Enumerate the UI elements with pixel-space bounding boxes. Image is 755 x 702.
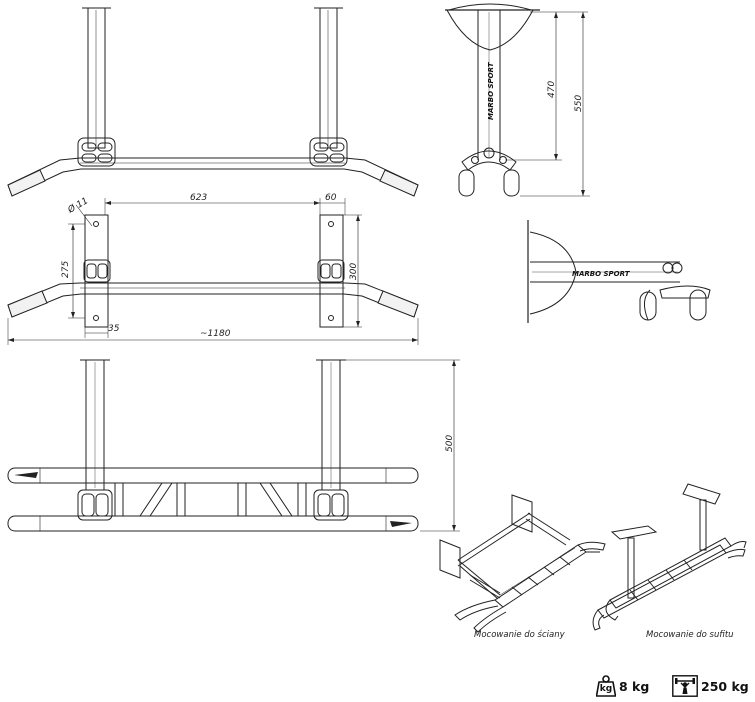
max-load-value: 250 kg [701,678,749,694]
side-grip-back [689,289,707,321]
brand-logo-horizontal: MARBO SPORT [572,270,631,278]
main-bar [7,157,419,197]
back-rail [7,515,419,532]
dim-1180: ~1180 [200,329,231,339]
left-post [87,7,106,149]
caption-wall-mount: Mocowanie do ściany [474,630,565,640]
dim-300: 300 [349,263,359,280]
dim-500: 500 [445,435,455,452]
side-grip-left [458,169,475,197]
front-view-ceiling [7,7,419,197]
front-rail [7,467,419,484]
max-load-badge: 250 kg [672,675,749,697]
side-view-wall: MARBO SPORT [527,220,711,323]
left-clamp [77,137,116,167]
dim-35: 35 [108,324,120,334]
dim-275: 275 [61,261,71,278]
right-grip [379,169,419,197]
top-view [7,359,460,532]
left-grip [7,169,46,197]
brand-logo-vertical: MARBO SPORT [487,61,495,120]
dim-60: 60 [325,193,337,203]
side-grip-right [503,169,520,197]
weight-value: 8 kg [619,678,650,694]
left-wall-plate [84,214,109,328]
weight-badge: kg 8 kg [595,675,650,697]
weight-icon-label: kg [599,684,613,694]
side-grip-front [639,291,657,321]
ceiling-plate [446,9,534,51]
dim-bolt-hole: Ø 11 [65,195,90,216]
right-clamp [309,137,348,167]
iso-wall-mount [439,494,606,633]
side-view-ceiling: MARBO SPORT [445,3,590,197]
iso-ceiling-mount [592,483,747,631]
max-load-icon [672,675,698,697]
right-wall-plate [319,214,344,328]
wall-plate-side [529,231,577,315]
dim-550: 550 [574,95,584,112]
weight-icon: kg [595,675,617,697]
front-view-wall [7,198,419,345]
dim-623: 623 [190,193,207,203]
dim-470: 470 [547,81,557,98]
right-post [319,7,338,149]
caption-ceiling-mount: Mocowanie do sufitu [646,630,734,640]
